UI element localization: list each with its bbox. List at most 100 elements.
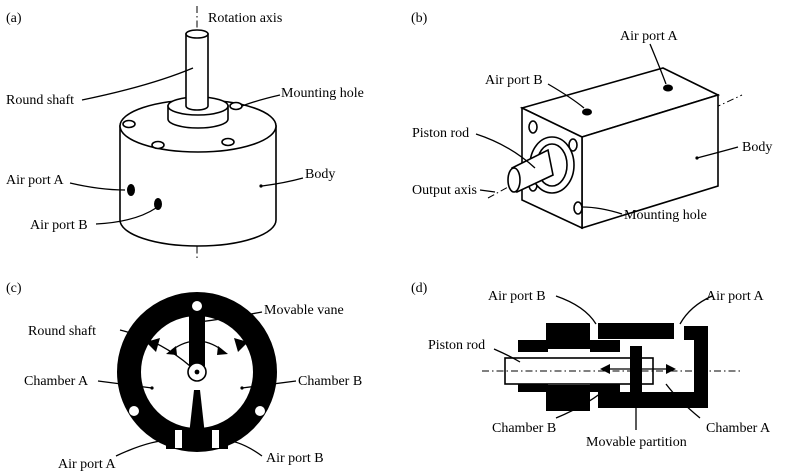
front-mounting-hole-1 (528, 120, 538, 134)
round-shaft-top (185, 29, 209, 39)
mounting-hole-4 (221, 137, 235, 147)
vane-arrow-left (166, 346, 177, 355)
air-port-b-top (582, 108, 592, 116)
label-body-b: Body (742, 140, 772, 155)
label-piston-rod-b: Piston rod (412, 126, 469, 141)
port-a-gap (175, 430, 182, 448)
air-port-b-hole (154, 198, 162, 210)
round-shaft (185, 33, 209, 111)
air-port-a-top (663, 84, 673, 92)
ring-tab-right (234, 338, 248, 352)
leader-d-piston-rod (493, 348, 521, 363)
label-round-shaft-c: Round shaft (28, 324, 96, 339)
label-air-port-a-c: Air port A (58, 457, 116, 472)
label-chamber-b-d: Chamber B (492, 421, 556, 436)
panel-b: (b) Air port A Air port B Piston ro (411, 11, 772, 230)
label-movable-partition-d: Movable partition (586, 435, 687, 450)
shaft-center (194, 369, 200, 375)
label-air-port-a-a: Air port A (6, 173, 64, 188)
label-rotation-axis: Rotation axis (208, 11, 282, 26)
bottom-left-block (546, 385, 590, 411)
front-mounting-hole-4 (573, 201, 583, 215)
leader-c-chamber-a (97, 380, 153, 389)
port-a-notch (166, 433, 176, 449)
leader-b-air-port-b (547, 83, 585, 109)
fixed-stopper (188, 390, 206, 444)
leader-c-movable-vane (198, 311, 263, 323)
partition-arrow-left (600, 364, 610, 374)
label-movable-vane-c: Movable vane (264, 303, 344, 318)
panel-d: (d) Air port B Air port A (411, 281, 771, 450)
leader-round-shaft (81, 67, 194, 101)
leader-c-chamber-a-dot (150, 386, 154, 390)
leader-c-air-port-b (221, 439, 263, 457)
top-wall (598, 323, 674, 339)
leader-d-air-port-b (555, 295, 597, 325)
leader-b-air-port-a (649, 43, 667, 85)
label-air-port-b-c: Air port B (266, 451, 324, 466)
label-air-port-a-b: Air port A (620, 29, 678, 44)
mounting-hole-1 (122, 119, 136, 129)
mounting-hole-3 (151, 140, 165, 150)
ring-tab-left (146, 338, 160, 352)
leader-air-port-a (69, 182, 126, 191)
left-gland-top (518, 340, 548, 352)
label-mounting-hole-a: Mounting hole (281, 86, 364, 101)
left-boss-top (590, 340, 620, 352)
leader-c-chamber-b-dot (240, 386, 244, 390)
label-round-shaft: Round shaft (6, 93, 74, 108)
leader-air-port-b (95, 207, 157, 225)
cylinder-body (119, 125, 277, 247)
output-axis-line-left (487, 185, 511, 199)
panel-d-letter: (d) (411, 281, 428, 296)
air-port-a-hole (127, 184, 135, 196)
ring-hole-3 (255, 406, 265, 416)
leader-mounting-hole (241, 94, 281, 107)
leader-d-chamber-b (555, 383, 613, 419)
leader-b-body (696, 146, 739, 159)
label-output-axis: Output axis (412, 183, 477, 198)
end-cap (694, 326, 708, 408)
panel-c-letter: (c) (6, 281, 22, 296)
movable-partition (630, 346, 642, 398)
leader-b-piston-rod (475, 133, 536, 169)
label-mounting-hole-b: Mounting hole (624, 208, 707, 223)
ring-hole-2 (129, 406, 139, 416)
panel-a: (a) Rotation axis Round shaft Mounting h… (6, 6, 364, 258)
leader-d-air-port-a (679, 295, 713, 325)
leader-body-dot (259, 184, 263, 188)
leader-d-chamber-a (665, 383, 701, 419)
panel-b-letter: (b) (411, 11, 428, 26)
leader-b-body-dot (695, 156, 699, 160)
label-chamber-a-d: Chamber A (706, 421, 771, 436)
partition-arrow-right (666, 364, 676, 374)
label-air-port-b-d: Air port B (488, 289, 546, 304)
vane-rotation-arc (171, 340, 223, 351)
label-chamber-b-c: Chamber B (298, 374, 362, 389)
port-b-gap (212, 430, 219, 448)
leader-b-mounting-hole (581, 206, 623, 215)
mounting-hole-2 (229, 101, 243, 111)
panel-c: (c) Round shaft (6, 281, 362, 472)
label-piston-rod-d: Piston rod (428, 338, 485, 353)
leader-body (261, 177, 304, 187)
ring-hole-1 (192, 301, 202, 311)
label-chamber-a-c: Chamber A (24, 374, 89, 389)
label-air-port-b-b: Air port B (485, 73, 543, 88)
front-mounting-hole-2 (568, 138, 578, 152)
label-air-port-b-a: Air port B (30, 218, 88, 233)
panel-a-letter: (a) (6, 11, 22, 26)
port-b-notch (218, 433, 228, 449)
leader-c-air-port-a (115, 439, 173, 457)
piston-rod-end (507, 167, 521, 193)
bottom-wall (598, 392, 708, 408)
vane-arrow-right (217, 346, 228, 355)
movable-vane (189, 314, 205, 366)
leader-b-output-axis (479, 189, 496, 193)
top-left-block (546, 323, 590, 349)
label-air-port-a-d: Air port A (706, 289, 764, 304)
leader-c-chamber-b (241, 380, 297, 389)
label-body-a: Body (305, 167, 335, 182)
leader-c-round-shaft (119, 329, 191, 367)
